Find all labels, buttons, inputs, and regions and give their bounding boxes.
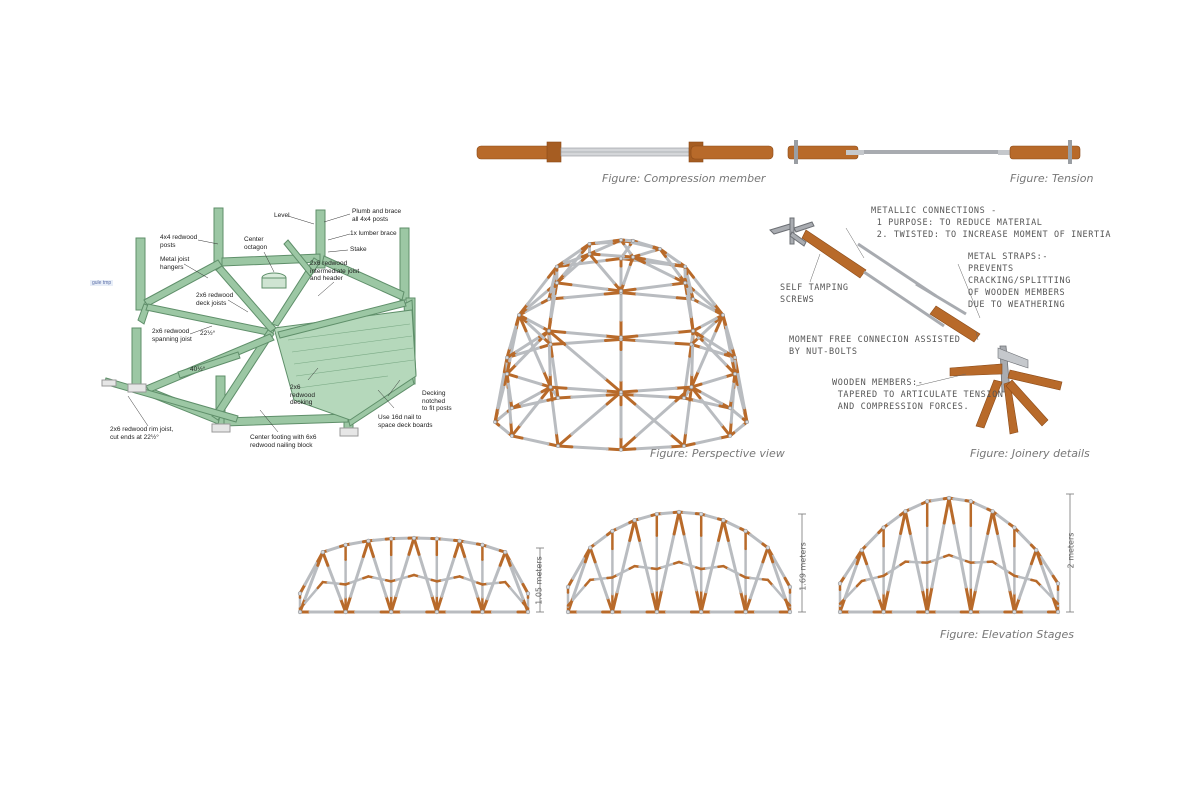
label-deck-joists: 2x6 redwood deck joists <box>196 292 234 307</box>
height-label-stage-3: 2 meters <box>1066 532 1076 569</box>
label-nail: Use 16d nail to space deck boards <box>378 414 433 429</box>
image-tag: gule tmp <box>90 280 114 286</box>
label-lumber-brace: 1x lumber brace <box>350 230 397 237</box>
label-angle-large: 40½° <box>190 366 206 373</box>
dome-perspective-drawing <box>493 238 749 452</box>
caption-elevation: Figure: Elevation Stages <box>940 628 1074 641</box>
label-spanning-joist: 2x6 redwood spanning joist <box>152 328 192 343</box>
joinery-detail-drawing <box>769 217 1063 435</box>
label-joist-hangers: Metal joist hangers <box>160 256 190 271</box>
caption-tension: Figure: Tension <box>1010 172 1094 185</box>
label-center-octagon: Center octagon <box>244 236 268 251</box>
caption-compression: Figure: Compression member <box>602 172 766 185</box>
compression-member-drawing <box>476 141 774 163</box>
height-dimension-lines <box>536 493 1074 613</box>
deck-framing-diagram: gule tmp Level Plumb and brace all 4x4 p… <box>88 200 470 455</box>
tension-member-drawing <box>787 140 1081 164</box>
note-moment-free: MOMENT FREE CONNECION ASSISTED BY NUT-BO… <box>789 335 961 357</box>
note-self-tamping-screws: SELF TAMPING SCREWS <box>780 283 849 305</box>
elevation-stage-3 <box>837 495 1061 615</box>
label-level: Level <box>274 212 290 219</box>
deck-framing-drawing <box>101 207 417 437</box>
elevation-stage-2 <box>565 509 793 615</box>
note-metal-straps: METAL STRAPS:- PREVENTS CRACKING/SPLITTI… <box>968 252 1071 310</box>
label-decking-notched: Decking notched to fit posts <box>422 390 452 412</box>
label-rim-joist: 2x6 redwood rim joist, cut ends at 22½° <box>110 426 174 441</box>
note-wooden-members: WOODEN MEMBERS:- TAPERED TO ARTICULATE T… <box>832 378 1004 412</box>
label-center-footing: Center footing with 6x6 redwood nailing … <box>250 434 317 449</box>
height-label-stage-2: 1.69 meters <box>798 542 808 591</box>
label-angle-small: 22½° <box>200 330 216 337</box>
label-decking: 2x6 redwood decking <box>290 384 315 406</box>
note-metallic-connections: METALLIC CONNECTIONS - 1 PURPOSE: TO RED… <box>871 206 1112 240</box>
label-plumb-brace: Plumb and brace all 4x4 posts <box>352 208 402 223</box>
caption-perspective: Figure: Perspective view <box>650 447 785 460</box>
label-posts: 4x4 redwood posts <box>160 234 198 249</box>
caption-joinery: Figure: Joinery details <box>970 447 1090 460</box>
label-intermediate-joist: 2x6 redwood intermediate joist and heade… <box>310 260 360 282</box>
elevation-stage-1 <box>297 535 531 615</box>
label-stake: Stake <box>350 246 367 253</box>
height-label-stage-1: 1.05 meters <box>534 556 544 605</box>
